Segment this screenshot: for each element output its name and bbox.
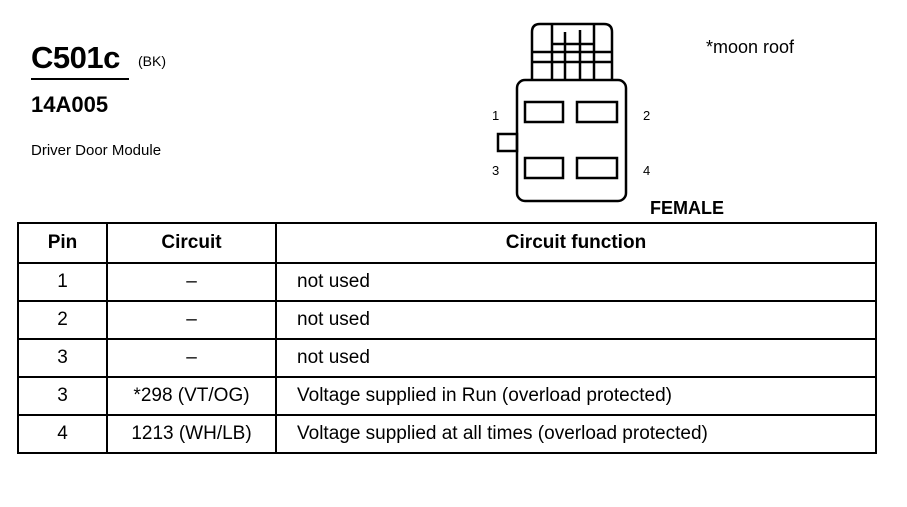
table-row: 3*298 (VT/OG)Voltage supplied in Run (ov…: [17, 376, 877, 416]
function: Voltage supplied in Run (overload protec…: [275, 376, 877, 416]
circuit: *298 (VT/OG): [106, 376, 277, 416]
function: not used: [275, 338, 877, 378]
pin-label-4: 4: [643, 163, 651, 178]
table-header: Pin Circuit Circuit function: [17, 222, 877, 264]
circuit: –: [106, 338, 277, 378]
connector-face-diagram: [496, 22, 628, 203]
table-row: 1–not used: [17, 262, 877, 302]
part-number: 14A005: [31, 92, 109, 117]
title-underline: [31, 78, 129, 80]
pin: 3: [17, 376, 108, 416]
circuit: 1213 (WH/LB): [106, 414, 277, 454]
footnote: *moon roof: [706, 37, 795, 57]
connector-description: Driver Door Module: [31, 142, 162, 159]
connector-id: C501c: [31, 40, 120, 75]
connector-color: (BK): [138, 53, 166, 69]
circuit: –: [106, 300, 277, 340]
pin: 4: [17, 414, 108, 454]
pin: 2: [17, 300, 108, 340]
pin: 3: [17, 338, 108, 378]
table-row: 3–not used: [17, 338, 877, 378]
gender-label: FEMALE: [650, 198, 724, 218]
pin-label-3: 3: [492, 163, 500, 178]
header-circuit: Circuit: [106, 222, 277, 264]
function: Voltage supplied at all times (overload …: [275, 414, 877, 454]
circuit: –: [106, 262, 277, 302]
pin-label-1: 1: [492, 108, 500, 123]
function: not used: [275, 262, 877, 302]
table-row: 2–not used: [17, 300, 877, 340]
header-pin: Pin: [17, 222, 108, 264]
pin: 1: [17, 262, 108, 302]
pinout-table: Pin Circuit Circuit function 1–not used …: [17, 222, 877, 454]
function: not used: [275, 300, 877, 340]
header-function: Circuit function: [275, 222, 877, 264]
pin-label-2: 2: [643, 108, 651, 123]
